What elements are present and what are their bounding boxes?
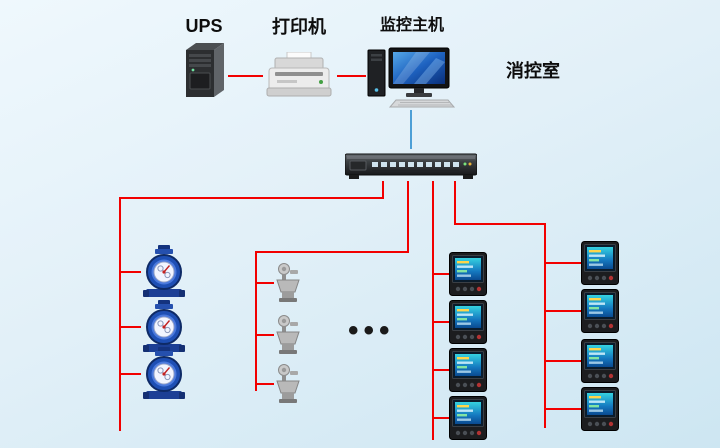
valve-sensor-icon — [273, 262, 303, 304]
valve-sensor-icon — [273, 314, 303, 356]
valve-sensor-icon — [273, 363, 303, 405]
printer-icon — [263, 52, 335, 100]
digital-meter-icon — [449, 396, 487, 440]
printer-label: 打印机 — [272, 17, 326, 37]
digital-meter-icon — [449, 348, 487, 392]
control-room-label: 消控室 — [506, 61, 560, 81]
digital-meter-icon — [581, 241, 619, 285]
digital-meter-icon — [449, 300, 487, 344]
water-meter-icon — [140, 347, 188, 403]
ups-label: UPS — [185, 16, 223, 36]
digital-meter-icon — [581, 339, 619, 383]
monitoring-host-computer-icon — [366, 46, 458, 108]
digital-meter-icon — [449, 252, 487, 296]
ellipsis-label: ••• — [348, 314, 395, 347]
data-collector-switch-icon — [345, 151, 477, 181]
ups-tower-icon — [180, 40, 228, 98]
water-meter-icon — [140, 245, 188, 301]
red-connection-lines — [119, 75, 581, 440]
monitoring-host-label: 监控主机 — [379, 17, 444, 34]
digital-meter-icon — [581, 289, 619, 333]
digital-meter-icon — [581, 387, 619, 431]
